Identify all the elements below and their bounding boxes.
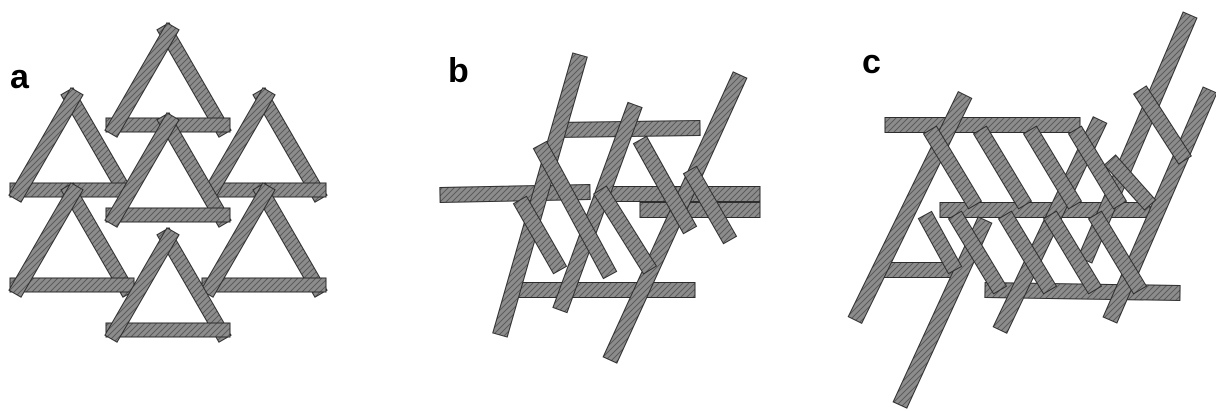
panel-b-network bbox=[440, 53, 760, 363]
band-4 bbox=[510, 283, 695, 298]
band-11 bbox=[974, 126, 1032, 209]
band-5 bbox=[640, 203, 760, 218]
panel-c-network bbox=[848, 12, 1216, 408]
panel-a-network bbox=[9, 23, 327, 342]
